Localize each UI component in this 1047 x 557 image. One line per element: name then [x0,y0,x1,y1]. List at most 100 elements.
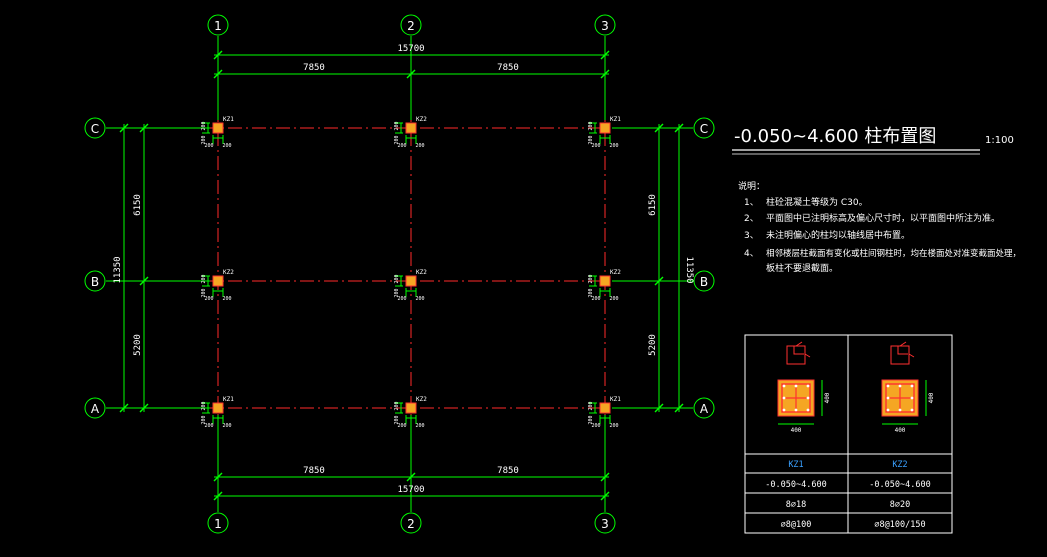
column-3B-offset-left: 200 [591,296,600,302]
column-2A-offset-right: 200 [415,423,424,429]
dim-total-bottom: 15700 [397,485,424,495]
section-kz1-rebar-5 [782,408,786,412]
section-kz2-rebar-5 [886,408,890,412]
table-kz1-rebar: 8⌀18 [786,500,806,510]
column-table [744,334,953,534]
axis-lines [180,108,640,428]
section-kz1-rebar-2 [806,384,810,388]
column-1C-offset-left: 200 [204,143,213,149]
note-num-2: 2、 [744,214,759,224]
axis-label-3-top: 3 [601,19,609,33]
column-3C-offset-right: 200 [609,143,618,149]
note-text-3: 未注明偏心的柱均以轴线居中布置。 [766,229,910,241]
column-2A-offset-bottom: 200 [394,415,400,424]
column-3B-offset-right: 200 [609,296,618,302]
drawing-title: -0.050~4.600 柱布置图 [734,126,936,147]
column-2C-offset-right: 200 [415,143,424,149]
column-2C-section [405,122,417,134]
section-kz2: 400 400 [881,341,935,434]
column-1B-section [212,275,224,287]
table-kz2-name: KZ2 [892,460,907,470]
column-2A-offset-left: 200 [397,423,406,429]
section-kz1-dim-height: 400 [824,392,831,403]
axis-label-2-bottom: 2 [407,517,415,531]
section-kz1-rebar-6 [794,408,798,412]
column-3B-offset-top: 200 [588,274,594,283]
column-1C-offset-bottom: 200 [201,135,207,144]
column-3B-section [599,275,611,287]
column-3A-offset-left: 200 [591,423,600,429]
section-kz1: 400 400 [777,341,831,434]
dim-BA-left: 5200 [133,334,143,356]
column-1A-offset-left: 200 [204,423,213,429]
note-num-3: 3、 [744,231,759,241]
column-1B-label: KZ2 [223,269,234,276]
table-kz1-name: KZ1 [788,460,803,470]
column-2B-label: KZ2 [416,269,427,276]
column-2C-offset-top: 200 [394,121,400,130]
dim-span23-bottom: 7850 [497,466,519,476]
section-kz1-dim-width: 400 [791,427,802,434]
column-1A-section [212,402,224,414]
section-kz2-hook-lines [897,341,915,358]
column-2C-offset-bottom: 200 [394,135,400,144]
notes-header: 说明： [738,180,765,192]
dim-span12-top: 7850 [303,63,325,73]
table-kz2-elev: -0.050~4.600 [869,480,930,490]
column-1B-offset-left: 200 [204,296,213,302]
note-text-5: 板柱不要退截面。 [766,262,838,274]
column-3C-offset-left: 200 [591,143,600,149]
section-kz2-hook-detail [890,345,910,365]
column-2A-section [405,402,417,414]
section-kz2-rebar-6 [898,408,902,412]
notes-block: 说明： 1、 柱砼混凝土等级为 C30。 2、 平面图中已注明标高及偏心尺寸时，… [738,180,1021,274]
section-kz2-dim-height: 400 [928,392,935,403]
column-1A-offset-top: 200 [201,401,207,410]
dim-total-left: 11350 [113,256,123,283]
drawing-scale: 1:100 [985,135,1014,146]
note-text-1: 柱砼混凝土等级为 C30。 [766,196,868,208]
note-text-2: 平面图中已注明标高及偏心尺寸时，以平面图中所注为准。 [766,212,1000,224]
column-2B-offset-left: 200 [397,296,406,302]
column-1B-offset-top: 200 [201,274,207,283]
column-3C-label: KZ1 [610,116,621,123]
column-3C-section [599,122,611,134]
column-3C-offset-bottom: 200 [588,135,594,144]
section-kz1-hook-lines [793,341,811,358]
column-2B-offset-right: 200 [415,296,424,302]
section-kz1-hook-detail [786,345,806,365]
section-kz1-rebar-7 [806,408,810,412]
dim-CB-left: 6150 [133,194,143,216]
column-1C-offset-top: 200 [201,121,207,130]
axis-label-C-right: C [700,122,708,136]
axis-label-A-left: A [91,402,100,416]
table-kz2-stirrup: ⌀8@100/150 [874,520,925,530]
note-text-4: 相邻楼层柱截面有变化或柱间钢柱时，均在楼面处对准变截面处理， [766,248,1021,259]
dim-total-top: 15700 [397,44,424,54]
dimension-lines [106,36,693,512]
dimension-ticks [119,50,684,501]
column-2A-label: KZ2 [416,396,427,403]
column-3B-label: KZ2 [610,269,621,276]
section-kz2-rebar-3 [886,396,890,400]
column-1C-label: KZ1 [223,116,234,123]
section-kz2-dim-width: 400 [895,427,906,434]
section-kz2-rebar-1 [898,384,902,388]
section-kz1-rebar-0 [782,384,786,388]
axis-label-1-bottom: 1 [214,517,222,531]
axis-label-3-bottom: 3 [601,517,609,531]
column-3C-offset-top: 200 [588,121,594,130]
note-num-1: 1、 [744,198,759,208]
column-1C-offset-right: 200 [222,143,231,149]
section-kz2-rebar-0 [886,384,890,388]
